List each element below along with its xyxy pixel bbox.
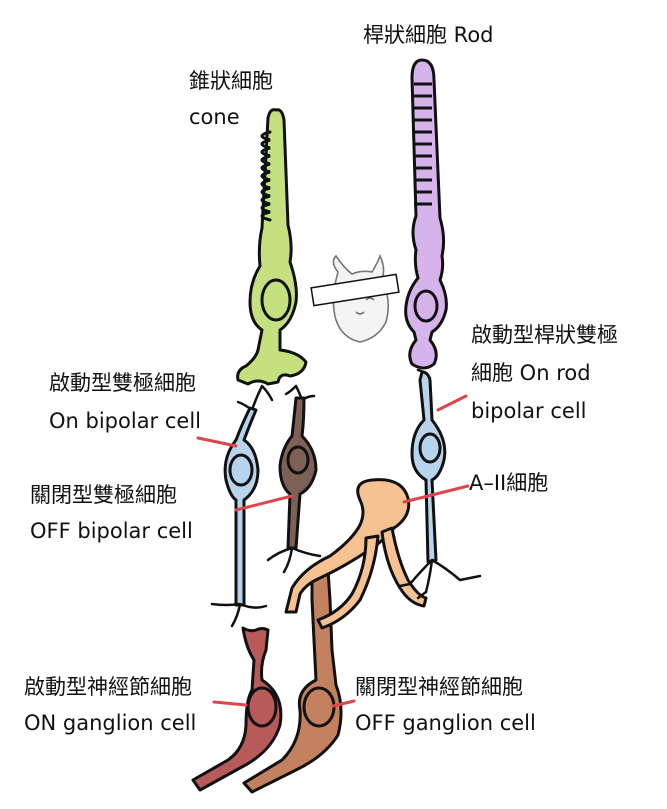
on-rod-bipolar-label-zh: 啟動型桿狀雙極 (471, 323, 618, 347)
rod-bipolar-terminal (398, 558, 482, 600)
aii-label: A–II細胞 (469, 471, 549, 495)
on-bipolar-cell (210, 384, 274, 628)
on-bipolar-label-zh: 啟動型雙極細胞 (49, 371, 196, 395)
pointer-on-rod-bipolar (436, 394, 468, 412)
off-ganglion-nucleus (302, 686, 336, 728)
cone-disc-folds (260, 130, 272, 222)
watermark-sketch (310, 253, 400, 343)
rod-label: 桿狀細胞 Rod (363, 23, 494, 47)
aii-amacrine-cell (284, 478, 428, 630)
off-bipolar-nucleus (286, 445, 310, 475)
cone-nucleus (260, 278, 292, 322)
on-rod-bipolar-label-en: bipolar cell (471, 399, 587, 423)
off-ganglion-label-en: OFF ganglion cell (355, 711, 536, 735)
off-bipolar-cell (266, 384, 322, 574)
cone-cell (236, 108, 308, 386)
on-bipolar-label-en: On bipolar cell (49, 409, 202, 433)
rod-cell (404, 58, 448, 370)
off-bipolar-terminal (266, 546, 322, 574)
rod-nucleus (413, 289, 439, 323)
pointer-on-ganglion (212, 700, 248, 707)
on-rod-bipolar-label-mid: 細胞 On rod (471, 361, 591, 385)
on-ganglion-cell (191, 626, 283, 792)
pointer-off-ganglion (331, 699, 356, 708)
cone-label-en: cone (189, 105, 240, 129)
rod-disc-stack (414, 82, 432, 206)
off-bipolar-label-en: OFF bipolar cell (30, 519, 193, 543)
pointer-aii (402, 484, 470, 504)
on-ganglion-label-en: ON ganglion cell (24, 711, 197, 735)
on-bipolar-terminal (210, 602, 268, 628)
pointer-on-bipolar (196, 436, 238, 448)
on-ganglion-label-zh: 啟動型神經節細胞 (24, 675, 192, 699)
on-bipolar-nucleus (228, 453, 254, 487)
on-rod-bipolar-cell (398, 368, 482, 600)
pointer-off-bipolar (234, 494, 294, 512)
on-bipolar-dendrites (236, 384, 274, 412)
on-ganglion-nucleus (246, 686, 278, 728)
cone-label-zh: 錐狀細胞 (189, 69, 273, 93)
off-ganglion-label-zh: 關閉型神經節細胞 (355, 675, 523, 699)
rod-bipolar-nucleus (418, 432, 442, 464)
off-bipolar-label-zh: 關閉型雙極細胞 (30, 483, 177, 507)
